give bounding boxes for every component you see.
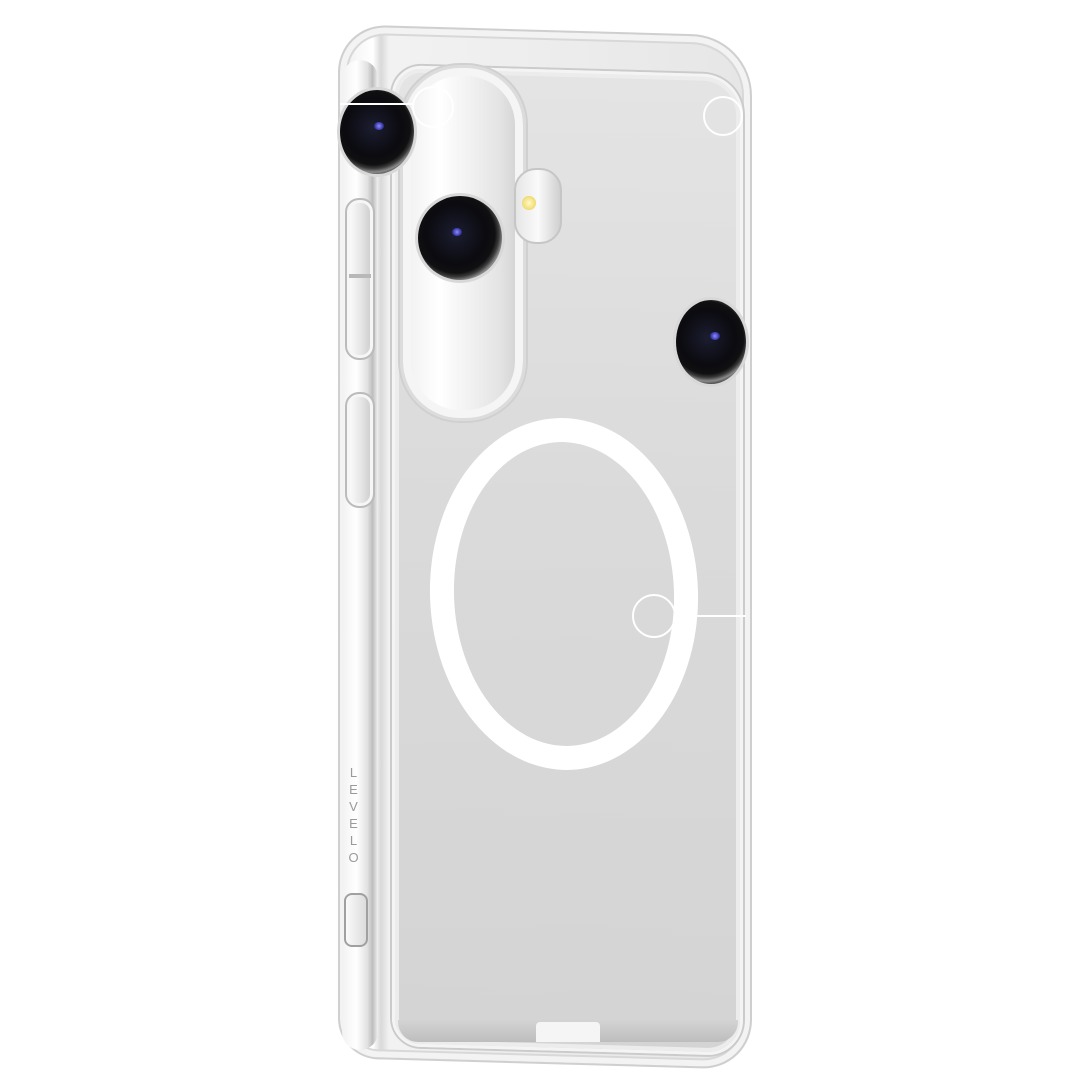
brand-text: LEVELO xyxy=(346,765,361,867)
callout-line xyxy=(340,103,414,105)
camera-lens-icon xyxy=(676,300,746,384)
callout-marker-ring xyxy=(632,594,676,638)
volume-button-cover xyxy=(345,198,375,360)
power-button-cover xyxy=(345,392,375,508)
camera-lens-icon xyxy=(418,196,502,280)
brand-logo-icon xyxy=(344,893,368,947)
flash-housing xyxy=(514,168,562,244)
callout-marker-camera xyxy=(412,86,454,128)
flash-icon xyxy=(522,196,536,210)
callout-marker-corner xyxy=(703,96,743,136)
callout-line xyxy=(676,615,746,617)
charging-port-cutout xyxy=(536,1022,600,1042)
